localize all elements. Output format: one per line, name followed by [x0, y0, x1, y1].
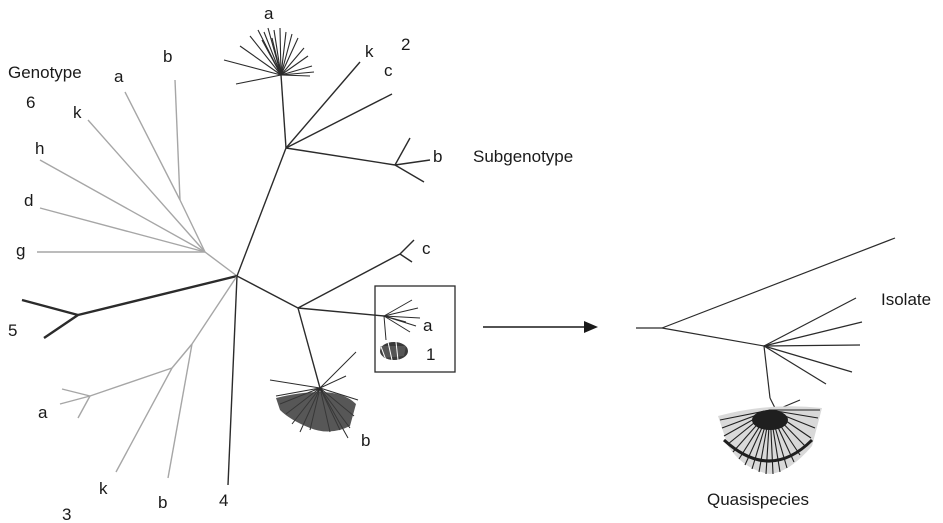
tree-backbone	[227, 61, 431, 486]
subtype-2c-label: c	[384, 61, 393, 80]
genotype-3-clade	[59, 275, 238, 479]
subtype-1c-label: c	[422, 239, 431, 258]
isolate-title: Isolate	[881, 290, 931, 309]
subtype-2b-label: b	[433, 147, 442, 166]
genotype-6-clade	[37, 79, 238, 277]
genotype-5-label: 5	[8, 321, 17, 340]
subtype-6d-label: d	[24, 191, 33, 210]
zoom-box	[374, 285, 456, 373]
subtype-3a-label: a	[38, 403, 48, 422]
subtype-6a-label: a	[114, 67, 124, 86]
quasispecies-title: Quasispecies	[707, 490, 809, 509]
genotype-6-label: 6	[26, 93, 35, 112]
subgenotype-title: Subgenotype	[473, 147, 573, 166]
genotype-2a-fan	[223, 27, 315, 85]
quasispecies-fan	[718, 406, 822, 475]
genotype-5-clade	[21, 274, 238, 339]
subtype-1b-label: b	[361, 431, 370, 450]
subtype-3k-label: k	[99, 479, 108, 498]
subtype-6k-label: k	[73, 103, 82, 122]
genotype-3-label: 3	[62, 505, 71, 523]
subtype-6g-label: g	[16, 241, 25, 260]
subtype-3b-label: b	[158, 493, 167, 512]
genotype-title: Genotype	[8, 63, 82, 82]
genotype-1b-blob-fill	[276, 392, 356, 432]
genotype-1a-fan	[383, 299, 421, 341]
mini-quasispecies-blob	[379, 341, 408, 361]
genotype-1-label: 1	[426, 345, 435, 364]
subtype-6h-label: h	[35, 139, 44, 158]
genotype-4-label: 4	[219, 491, 228, 510]
subtype-2k-label: k	[365, 42, 374, 61]
zoomed-subtree	[636, 237, 896, 411]
subtype-6b-label: b	[163, 47, 172, 66]
genotype-2-label: 2	[401, 35, 410, 54]
subtype-1a-label: a	[423, 316, 433, 335]
zoom-arrow	[483, 321, 598, 333]
subtype-2a-label: a	[264, 4, 274, 23]
